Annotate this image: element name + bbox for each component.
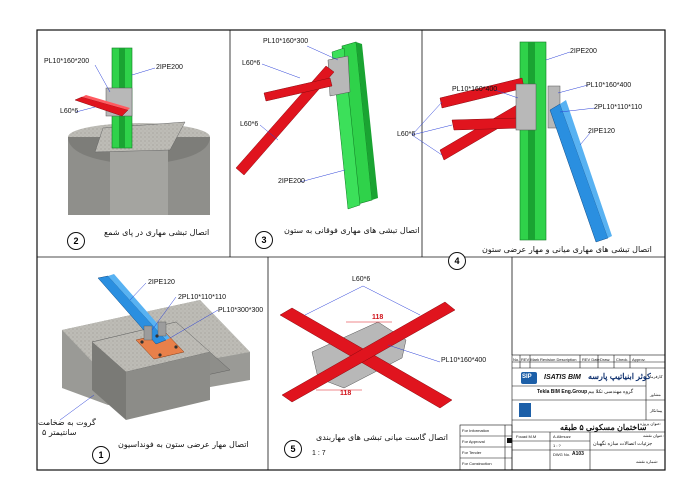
status-row: For Tender (462, 450, 482, 455)
detail-number-badge: 3 (255, 231, 273, 249)
rev-header: Revision Description (540, 357, 577, 362)
label-plate: PL10*160*400 (441, 357, 487, 364)
label-angle: L60*6 (397, 131, 416, 138)
detail-caption: اتصال تبشی های مهاری فوقانی به ستون (284, 226, 420, 235)
label-plate: PL10*160*300 (263, 38, 309, 45)
detail-scale: 1 : 7 (312, 450, 326, 457)
dwg-label: DWG No. (553, 452, 571, 457)
side-label: مشاور (650, 392, 661, 397)
label-column: 2IPE200 (278, 178, 305, 185)
detail-caption: اتصال مهار عرضی ستون به فونداسیون (118, 440, 249, 449)
logo-text: SIP (522, 374, 532, 380)
status-row: For Approval (462, 439, 485, 444)
sheet-label: عنوان نقشه: (643, 433, 664, 438)
company-name-en: ISATIS BIM (544, 374, 581, 381)
label-brace: 2IPE120 (588, 128, 615, 135)
scale-text: 1 : ? (553, 443, 561, 448)
detail-5-drawing (279, 301, 456, 409)
dwg-number: A103 (572, 451, 584, 457)
side-label: پیمانکار (650, 408, 663, 413)
detail-caption: اتصال تبشی های مهاری میانی و مهار عرضی س… (482, 245, 652, 254)
project-label: عنوان پروژه: (640, 421, 662, 426)
label-plate: PL10*160*400 (452, 86, 498, 93)
company-logo (521, 372, 537, 384)
label-plate: PL10*160*400 (586, 82, 632, 89)
sheet-number-label: شماره نقشه: (636, 459, 658, 464)
dimension-label: 118 (372, 314, 384, 321)
sheet-title: جزئیات اتصالات سازه نگهبان (593, 441, 653, 447)
label-brace: 2IPE120 (148, 279, 175, 286)
rev-header: REV Date (582, 357, 600, 362)
detail-caption: اتصال گاست میانی تبشی های مهاربندی (316, 433, 448, 442)
label-column: 2IPE200 (156, 64, 183, 71)
checked-by: A.Alimuzz (553, 434, 571, 439)
rev-header: No. (513, 357, 520, 362)
detail-number-badge: 1 (92, 446, 110, 464)
label-plates: 2PL10*110*110 (594, 104, 643, 111)
label-plate: PL10*160*200 (44, 58, 90, 65)
drawn-by: Fouad M.M (516, 434, 537, 439)
label-plates: 2PL10*110*110 (178, 294, 227, 301)
group-name-en: Tekla BIM Eng.Group (537, 389, 588, 395)
project-title: ساختمان مسکونی ۵ طبقه (560, 423, 647, 432)
group-name-fa: گروه مهندسی تکلا بیم (588, 389, 634, 395)
status-row: For Construction (462, 461, 492, 466)
status-row: For Information (462, 428, 490, 433)
sheet-border (36, 29, 666, 471)
detail-caption: اتصال تبشی مهاری در پای شمع (104, 228, 210, 237)
label-angle: L60*6 (240, 121, 259, 128)
status-checkbox-checked (507, 438, 512, 443)
rev-header: Approv. (632, 357, 646, 362)
side-label: کارفرما (650, 374, 663, 379)
label-angle: L60*6 (242, 60, 261, 67)
group-logo (519, 403, 531, 417)
rev-header: Check. (616, 357, 629, 362)
detail-2-drawing (68, 47, 210, 215)
label-grout: گروت به ضخامت (38, 418, 96, 427)
detail-1-drawing (62, 274, 250, 420)
detail-3-drawing (235, 41, 378, 210)
detail-number-badge: 4 (448, 252, 466, 270)
label-angle: L60*6 (60, 108, 79, 115)
dimension-label: 118 (340, 390, 352, 397)
label-base-plate: PL10*300*300 (218, 307, 264, 314)
company-name-fa: کوثر ابنیاتیپ پارسه (588, 372, 651, 381)
label-column: 2IPE200 (570, 48, 597, 55)
detail-4-drawing (439, 41, 612, 243)
label-grout: ۵ سانتیمتر (42, 428, 77, 437)
rev-header: Draw. (600, 357, 611, 362)
rev-header: REV Mark (521, 357, 540, 362)
detail-number-badge: 2 (67, 232, 85, 250)
detail-number-badge: 5 (284, 440, 302, 458)
label-angle: L60*6 (352, 276, 371, 283)
title-block-frame (459, 354, 666, 471)
